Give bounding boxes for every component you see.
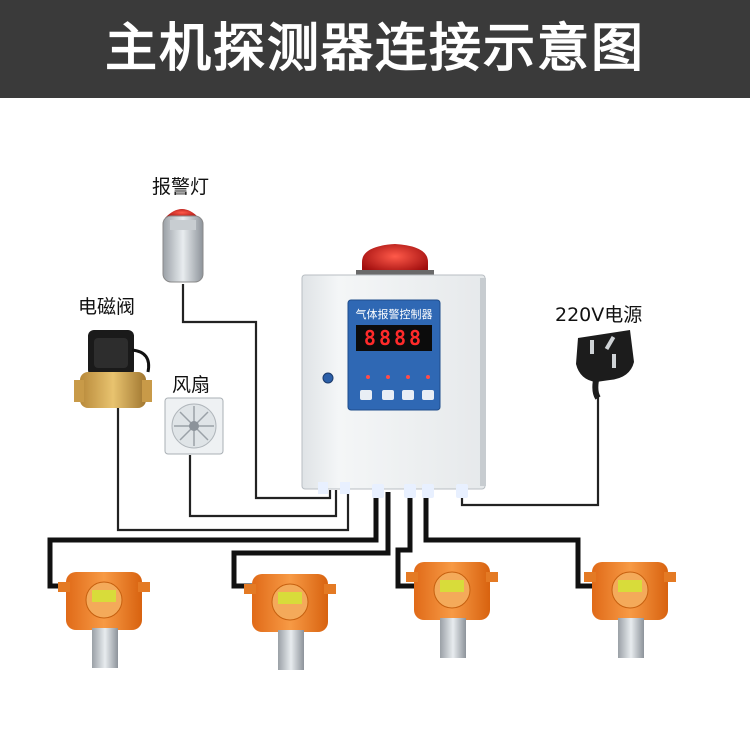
gas-detector-1 (58, 572, 150, 668)
gas-detector-3 (406, 562, 498, 658)
title-bar (0, 0, 750, 98)
alarm-light-label: 报警灯 (152, 176, 210, 198)
cable-detector-2 (231, 492, 391, 589)
gas-detector-4 (584, 562, 676, 658)
power-plug (576, 330, 634, 400)
controller-panel-title: 气体报警控制器 (356, 307, 433, 321)
wire-valve (116, 407, 350, 532)
solenoid-valve-label: 电磁阀 (78, 296, 136, 318)
page-title: 主机探测器连接示意图 (104, 19, 645, 79)
cable-detector-3 (395, 492, 414, 589)
detector-cables (47, 492, 592, 589)
controller-display: 8888 (364, 326, 424, 350)
cable-detector-4 (423, 492, 592, 589)
solenoid-valve (74, 330, 152, 408)
alarm-light (162, 209, 204, 283)
wire-fan (188, 455, 338, 518)
controller (301, 244, 486, 498)
fan-label: 风扇 (172, 374, 211, 396)
wire-power (460, 395, 600, 507)
power-label: 220V电源 (555, 304, 643, 326)
fan (164, 397, 224, 455)
cable-detector-1 (47, 492, 379, 589)
wires (116, 284, 600, 532)
wire-alarm-light (181, 284, 332, 500)
gas-detector-2 (244, 574, 336, 670)
